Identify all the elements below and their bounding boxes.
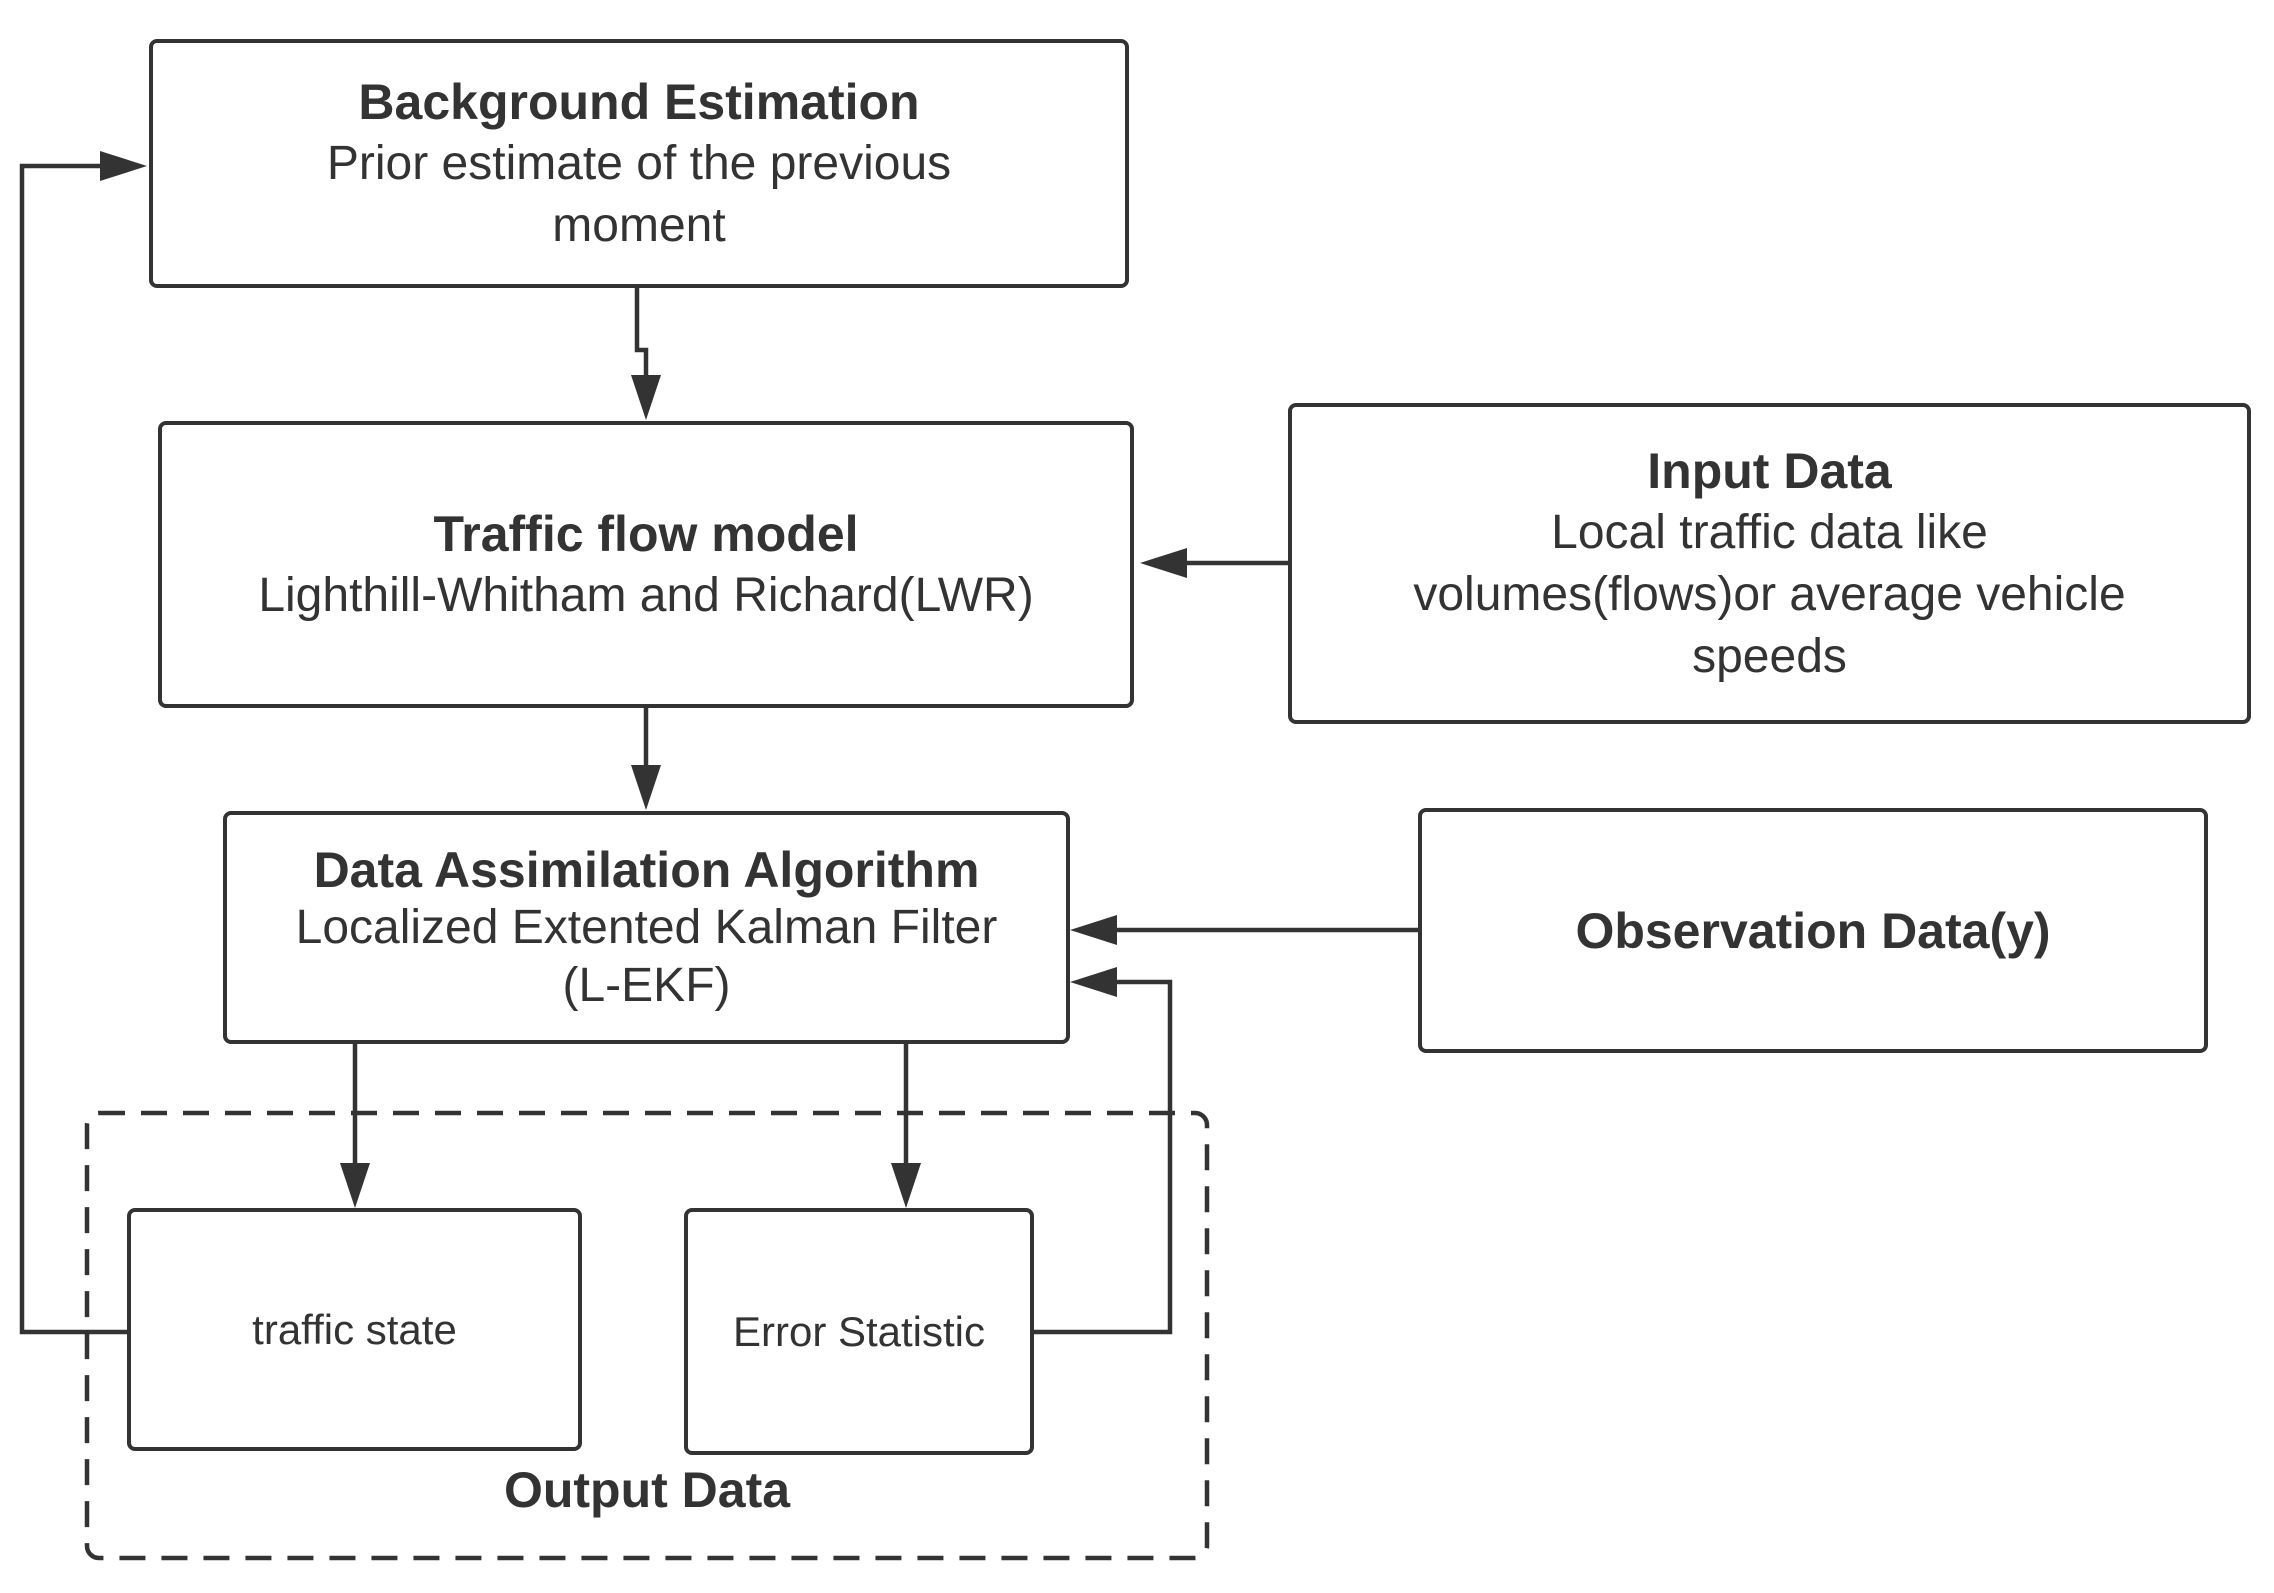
- background-estimation-body: Prior estimate of the previous moment: [326, 136, 952, 252]
- data-assimilation-title: Data Assimilation Algorithm: [313, 841, 980, 898]
- arrow-traffic-state-feedback: [19, 163, 127, 1335]
- error-statistic-label: Error Statistic: [732, 1307, 986, 1355]
- observation-data-box: Observation Data(y): [1418, 808, 2208, 1053]
- input-data-title: Input Data: [1647, 442, 1892, 499]
- data-assimilation-body: Localized Extented Kalman Filter (L-EKF): [295, 900, 998, 1012]
- data-assimilation-box: Data Assimilation Algorithm Localized Ex…: [223, 811, 1070, 1044]
- traffic-state-box: traffic state: [127, 1208, 582, 1451]
- input-data-body: Local traffic data like volumes(flows)or…: [1413, 505, 2126, 683]
- arrowhead-model-top: [631, 375, 661, 420]
- traffic-flow-model-title: Traffic flow model: [433, 505, 859, 562]
- background-estimation-title: Background Estimation: [358, 73, 920, 130]
- arrowhead-traffic-state-top: [340, 1163, 370, 1208]
- arrow-background-to-model: [634, 288, 649, 385]
- arrowhead-background-left: [100, 151, 147, 181]
- traffic-state-label: traffic state: [252, 1305, 457, 1353]
- arrowhead-error-statistic-top: [891, 1163, 921, 1208]
- output-data-label: Output Data: [503, 1462, 791, 1518]
- traffic-flow-model-body: Lighthill-Whitham and Richard(LWR): [258, 568, 1034, 622]
- output-data-group: [84, 1110, 1210, 1561]
- traffic-flow-model-box: Traffic flow model Lighthill-Whitham and…: [158, 421, 1134, 708]
- input-data-box: Input Data Local traffic data like volum…: [1288, 403, 2251, 724]
- arrowhead-assimilation-right-lower: [1070, 967, 1117, 997]
- observation-data-title: Observation Data(y): [1575, 902, 2051, 959]
- arrowhead-model-right: [1140, 548, 1187, 578]
- arrowhead-assimilation-top: [631, 765, 661, 810]
- error-statistic-box: Error Statistic: [684, 1208, 1034, 1455]
- arrowhead-assimilation-right-upper: [1070, 915, 1117, 945]
- arrow-error-feedback: [1034, 979, 1173, 1335]
- background-estimation-box: Background Estimation Prior estimate of …: [149, 39, 1129, 288]
